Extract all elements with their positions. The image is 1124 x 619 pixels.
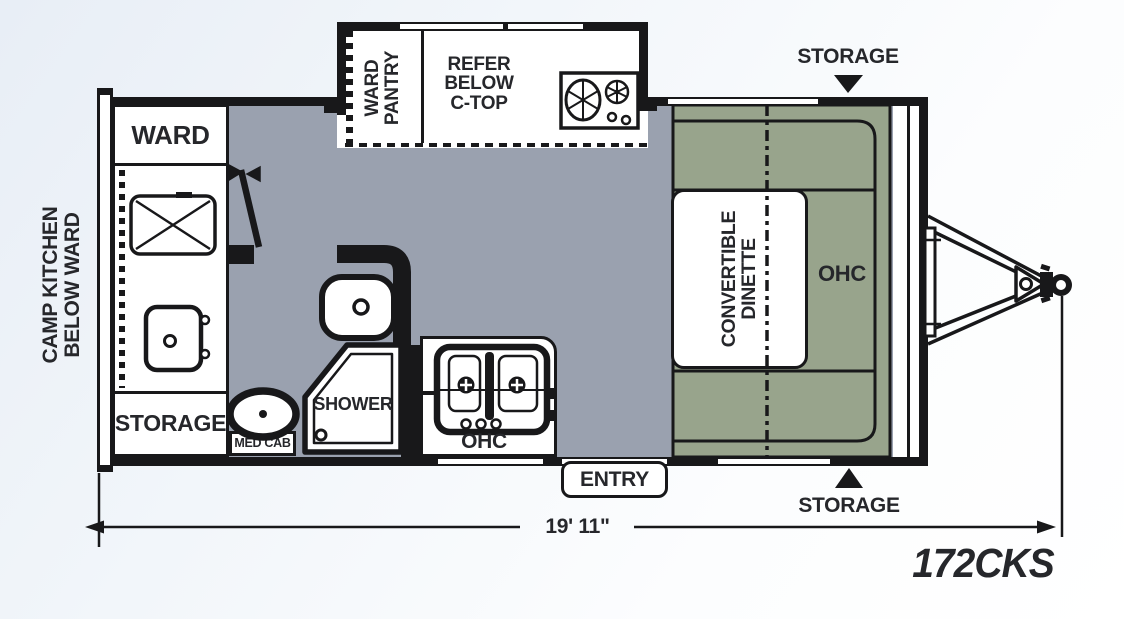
storage-bottom-label: STORAGE [798, 494, 900, 518]
left-cap-top [97, 88, 113, 95]
model-number: 172CKS [912, 539, 1054, 586]
bottom-wall-left [110, 457, 562, 466]
ward-label: WARD [131, 119, 210, 150]
front-storage-label: STORAGE [114, 410, 227, 437]
top-wall-left [110, 97, 338, 106]
bath-wall-stub [228, 245, 254, 264]
ward-closet: WARD [112, 104, 229, 166]
entry-door: ENTRY [561, 461, 668, 498]
shower-label: SHOWER [313, 393, 393, 414]
slide-wall-left [337, 22, 346, 115]
pantry-door-dashes [346, 31, 353, 144]
slide-window [400, 24, 583, 29]
refer-label: REFER BELOW C-TOP [444, 53, 514, 114]
entry-label: ENTRY [580, 467, 649, 491]
dinette-label: CONVERTIBLE DINETTE [717, 210, 760, 348]
camp-kitchen-cabinet [112, 163, 229, 394]
right-wall [919, 97, 928, 466]
counter-hinge-1 [549, 388, 557, 399]
kitchen-ohc-label: OHC [461, 429, 507, 453]
front-storage: STORAGE [112, 391, 229, 457]
dinette-table [671, 189, 808, 369]
bottom-window-1 [438, 459, 543, 464]
counter-edge-dashes [345, 143, 648, 147]
shower-divider-wall [401, 345, 420, 458]
bottom-window-2 [718, 459, 830, 464]
left-cap-bottom [97, 465, 113, 472]
length-dimension-label: 19' 11" [545, 515, 610, 539]
top-window [668, 99, 818, 104]
storage-top-label: STORAGE [797, 45, 899, 69]
camp-kitchen-door-dashes [119, 170, 125, 388]
nose-line [907, 105, 910, 458]
pantry-divider [421, 31, 424, 143]
slide-wall-right [639, 22, 648, 108]
hitch-assembly [919, 214, 1072, 346]
camp-kitchen-label: CAMP KITCHEN BELOW WARD [39, 206, 84, 364]
counter-hinge-2 [549, 410, 557, 421]
dinette-ohc-label: OHC [818, 260, 866, 286]
storage-arrow-bottom [835, 468, 863, 488]
med-cab-label: MED CAB [234, 436, 291, 451]
nose-strip [893, 105, 919, 458]
storage-arrow-top [834, 75, 863, 93]
ward-pantry-label: WARD PANTRY [362, 50, 403, 126]
counter-edge-line [420, 391, 557, 395]
med-cab: MED CAB [229, 431, 296, 456]
slide-window-divider [503, 23, 508, 30]
left-end-cap [97, 88, 113, 472]
